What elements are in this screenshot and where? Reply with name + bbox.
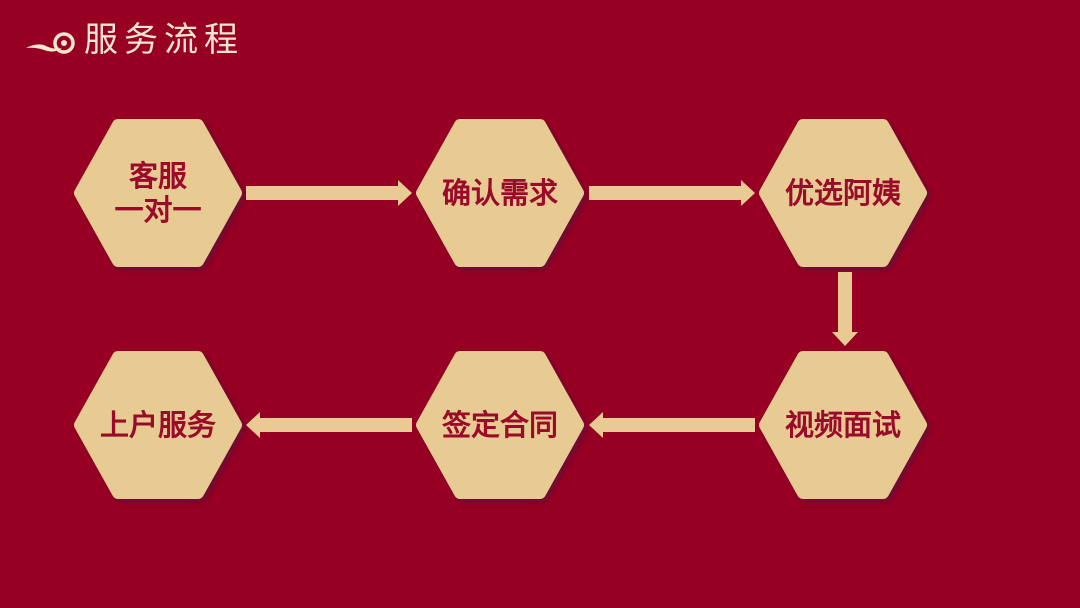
flow-arrow [246, 412, 412, 438]
flow-arrow [589, 180, 755, 206]
step-label: 确认需求 [425, 176, 575, 210]
step-hexagon [416, 351, 584, 499]
step-hexagon [74, 351, 242, 499]
flow-arrow [589, 412, 755, 438]
step-hexagon [759, 351, 927, 499]
step-label: 签定合同 [425, 408, 575, 442]
page-title: 服务流程 [84, 20, 244, 60]
step-label-line: 优选阿姨 [784, 176, 901, 210]
step-label-line: 确认需求 [441, 176, 558, 210]
step-label-line: 视频面试 [784, 408, 901, 442]
step-label-line: 签定合同 [441, 408, 558, 442]
step-label-line: 上户服务 [99, 408, 216, 442]
step-label-line: 一对一 [114, 193, 202, 227]
step-hexagon [74, 119, 242, 267]
step-label: 上户服务 [83, 408, 233, 442]
step-hexagon [759, 119, 927, 267]
flow-arrow [832, 272, 858, 346]
flow-arrow [246, 180, 412, 206]
step-label-line: 客服 [128, 159, 187, 193]
auspicious-cloud-icon [26, 32, 75, 54]
step-label: 优选阿姨 [768, 176, 918, 210]
step-label: 客服一对一 [83, 159, 233, 227]
step-label: 视频面试 [768, 408, 918, 442]
step-hexagon [416, 119, 584, 267]
